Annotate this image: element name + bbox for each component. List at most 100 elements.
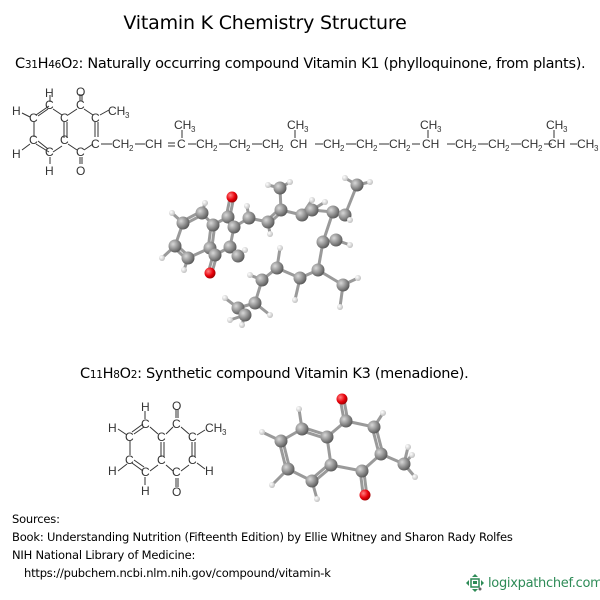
carbon-atom xyxy=(238,308,252,322)
atom-ch2: CH xyxy=(356,137,373,151)
subscript: 3 xyxy=(594,144,599,153)
atom-c: C xyxy=(60,111,69,125)
hydrogen-atom xyxy=(159,255,165,261)
source-book: Book: Understanding Nutrition (Fifteenth… xyxy=(12,530,513,544)
atom-ch: CH xyxy=(290,137,307,151)
hydrogen-atom xyxy=(380,410,386,416)
atom-c: C xyxy=(76,98,85,112)
oxygen-atom xyxy=(226,191,238,203)
carbon-atom xyxy=(248,296,262,310)
carbon-atom xyxy=(324,458,338,472)
atom-o: O xyxy=(172,485,181,499)
formula-h: H xyxy=(102,366,114,382)
hydrogen-atom xyxy=(269,482,275,488)
hydrogen-atom xyxy=(309,197,315,203)
atom-ch2: CH xyxy=(488,137,505,151)
atom-ch2: CH xyxy=(455,137,472,151)
atom-ch3: CH xyxy=(108,104,125,118)
atom-c: C xyxy=(188,430,197,444)
atom-h: H xyxy=(108,464,117,478)
subscript: 3 xyxy=(563,125,568,134)
atom-ch2: CH xyxy=(112,137,129,151)
hydrogen-atom xyxy=(337,304,343,310)
hydrogen-atom xyxy=(412,474,418,480)
carbon-atom xyxy=(231,249,245,263)
atom-c: C xyxy=(29,111,38,125)
atom-c: C xyxy=(45,145,54,159)
carbon-atom xyxy=(223,240,237,254)
carbon-atom xyxy=(320,430,334,444)
carbon-atom xyxy=(181,251,195,265)
atom-ch3: CH xyxy=(577,137,594,151)
atom-ch3: CH xyxy=(174,118,191,132)
carbon-atom xyxy=(367,420,381,434)
carbon-atom xyxy=(295,208,309,222)
hydrogen-atom xyxy=(267,231,273,237)
carbon-atom xyxy=(206,218,220,232)
hydrogen-atom xyxy=(367,179,373,185)
logo[interactable]: logixpathchef.com xyxy=(466,574,600,592)
atom-ch3: CH xyxy=(546,118,563,132)
subscript: 3 xyxy=(437,125,442,134)
k1-3d-bonds xyxy=(160,176,371,326)
carbon-atom xyxy=(274,434,288,448)
atom-h: H xyxy=(45,164,54,178)
carbon-atom xyxy=(316,235,330,249)
atom-c: C xyxy=(29,133,38,147)
k3-caption: C11H8O2: Synthetic compound Vitamin K3 (… xyxy=(80,366,469,382)
page-title: Vitamin K Chemistry Structure xyxy=(0,12,600,34)
subscript: 2 xyxy=(472,144,477,153)
formula-h-count: 8 xyxy=(113,369,120,381)
carbon-atom xyxy=(281,462,295,476)
atom-c: C xyxy=(157,453,166,467)
formula-o: O xyxy=(119,366,131,382)
hydrogen-atom xyxy=(244,203,250,209)
atom-c: C xyxy=(141,417,150,431)
source-url[interactable]: https://pubchem.ncbi.nlm.nih.gov/compoun… xyxy=(24,566,331,580)
formula-h: H xyxy=(37,56,49,72)
subscript: 2 xyxy=(373,144,378,153)
carbon-atom xyxy=(227,220,241,234)
atom-c: C xyxy=(76,145,85,159)
atom-o: O xyxy=(172,399,181,413)
carbon-atom xyxy=(305,474,319,488)
atom-ch2: CH xyxy=(229,137,246,151)
carbon-atom xyxy=(305,203,319,217)
source-nih: NIH National Library of Medicine: xyxy=(12,548,196,562)
oxygen-atom xyxy=(204,267,216,279)
carbon-atom xyxy=(255,273,269,287)
logo-text: logixpathchef.com xyxy=(488,575,600,591)
hydrogen-atom xyxy=(267,312,273,318)
atom-o: O xyxy=(76,164,85,178)
subscript: 3 xyxy=(222,428,227,437)
atom-ch2: CH xyxy=(389,137,406,151)
carbon-atom xyxy=(176,216,190,230)
atom-ch3: CH xyxy=(287,118,304,132)
atom-c: C xyxy=(60,133,69,147)
atom-ch: CH xyxy=(548,137,565,151)
page-title-text: Vitamin K Chemistry Structure xyxy=(123,12,407,34)
subscript: 2 xyxy=(246,144,251,153)
k1-description: : Naturally occurring compound Vitamin K… xyxy=(78,56,586,72)
carbon-atom xyxy=(195,206,209,220)
hydrogen-atom xyxy=(287,179,293,185)
hydrogen-atom xyxy=(265,182,271,188)
oxygen-atom xyxy=(336,393,348,405)
atom-h: H xyxy=(141,400,150,414)
carbon-atom xyxy=(326,205,340,219)
k3-bonds xyxy=(117,409,206,487)
atom-c: C xyxy=(91,137,100,151)
atom-c: C xyxy=(172,465,181,479)
subscript: 2 xyxy=(406,144,411,153)
atom-c: C xyxy=(91,111,100,125)
carbon-atom xyxy=(295,422,309,436)
carbon-atom xyxy=(273,181,287,195)
carbon-atom xyxy=(293,271,307,285)
carbon-atom xyxy=(208,248,222,262)
hydrogen-atom xyxy=(322,199,328,205)
formula-o: O xyxy=(60,56,73,72)
atom-ch: CH xyxy=(145,137,162,151)
atom-c: C xyxy=(188,453,197,467)
